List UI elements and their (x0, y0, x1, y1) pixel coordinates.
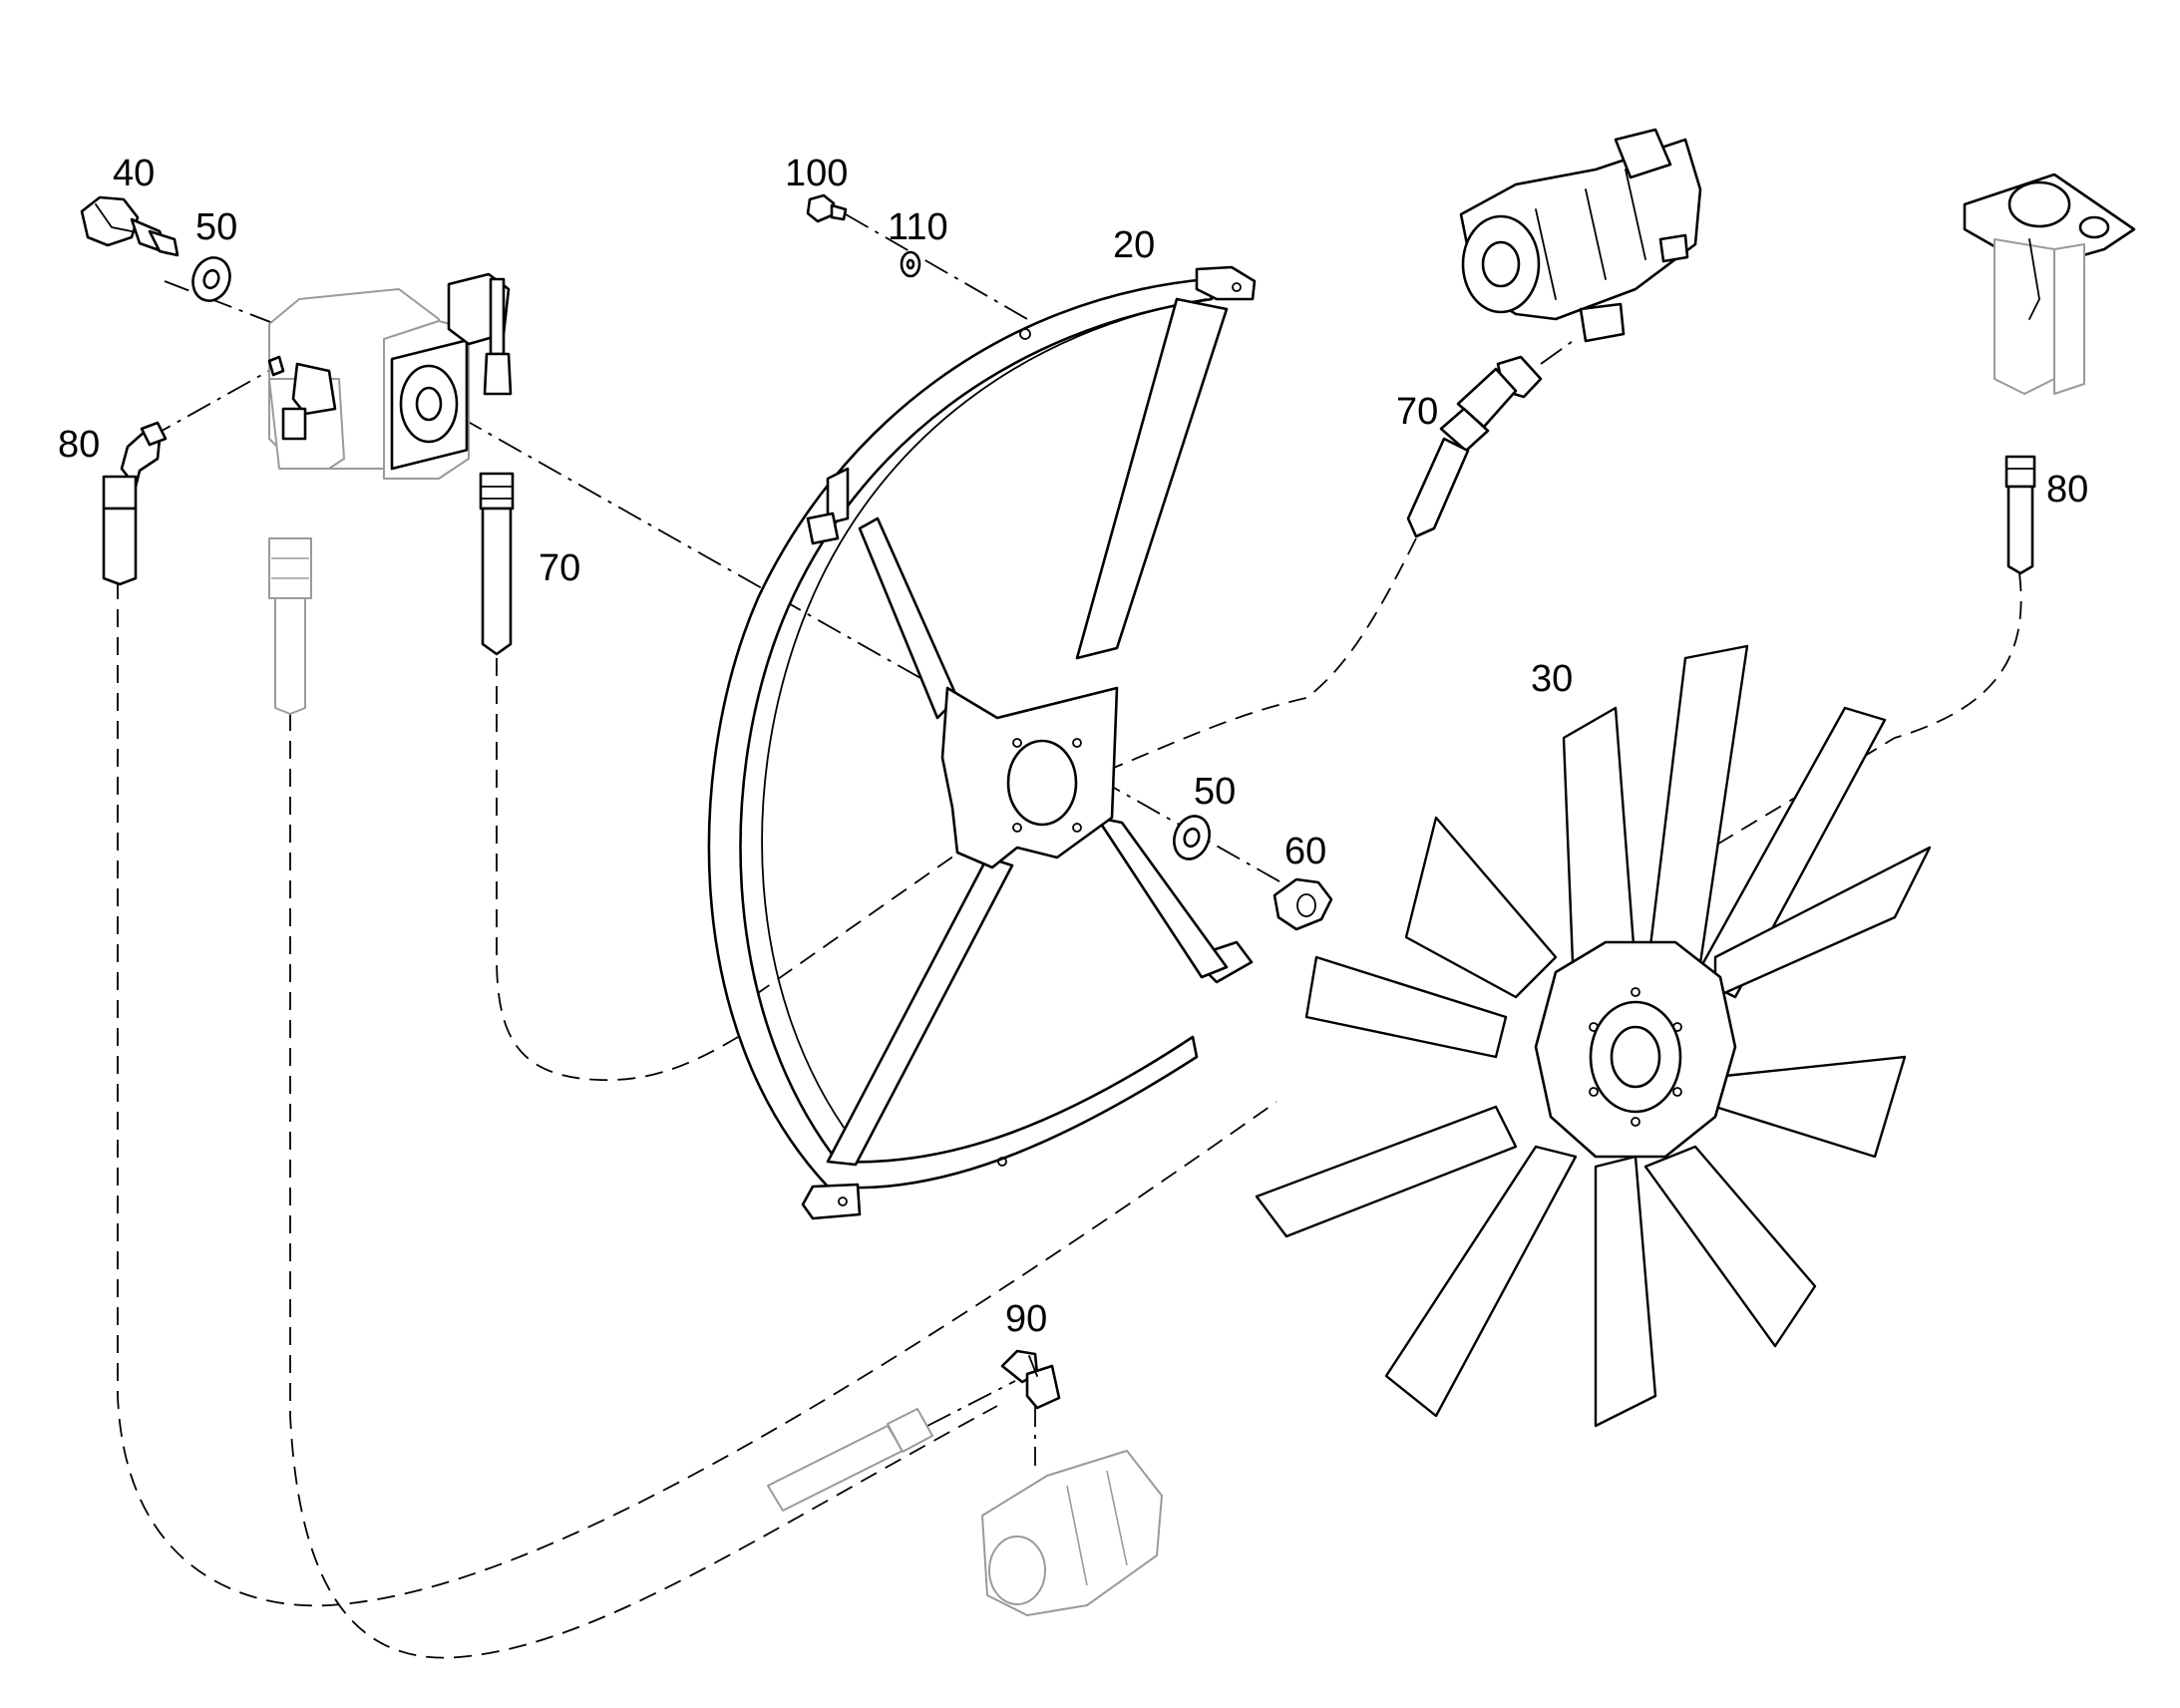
callout-110: 110 (888, 206, 948, 248)
washer-50-left (191, 256, 231, 302)
callout-90: 90 (1005, 1298, 1047, 1340)
callout-100: 100 (785, 153, 848, 194)
callout-70-right: 70 (1396, 391, 1438, 433)
elbow-fitting-90 (1000, 1349, 1061, 1410)
callout-80-right: 80 (2046, 469, 2088, 511)
hose-80-left (102, 421, 168, 586)
fan-30 (1255, 644, 1932, 1428)
hose-reference-bottom (767, 1408, 933, 1512)
callout-80-left: 80 (58, 424, 100, 466)
hose-70-right (1406, 355, 1543, 538)
filter-assembly-reference (1963, 172, 2136, 395)
bolt-40 (80, 195, 180, 257)
washer-50-center (1173, 815, 1211, 860)
fan-shroud-20 (707, 265, 1257, 1220)
callout-30: 30 (1531, 658, 1573, 700)
hydraulic-motor-reference (267, 272, 513, 480)
washer-110 (900, 250, 921, 278)
hose-reference-left (268, 537, 312, 715)
hydraulic-motor-bottom-reference (981, 1450, 1163, 1616)
callout-70-left: 70 (539, 547, 580, 589)
callout-50-center: 50 (1194, 771, 1236, 813)
callout-labels: 40 50 80 70 100 110 20 70 80 30 50 60 90 (58, 153, 2088, 1340)
hose-70-left (479, 472, 515, 656)
callout-40: 40 (113, 153, 155, 194)
callout-60: 60 (1284, 831, 1326, 872)
nut-60 (1272, 877, 1333, 931)
screw-100 (806, 193, 848, 223)
hydraulic-pump-reference (1459, 128, 1702, 343)
callout-50-left: 50 (195, 206, 237, 248)
hose-80-right (2004, 455, 2036, 575)
callout-20: 20 (1113, 224, 1155, 266)
